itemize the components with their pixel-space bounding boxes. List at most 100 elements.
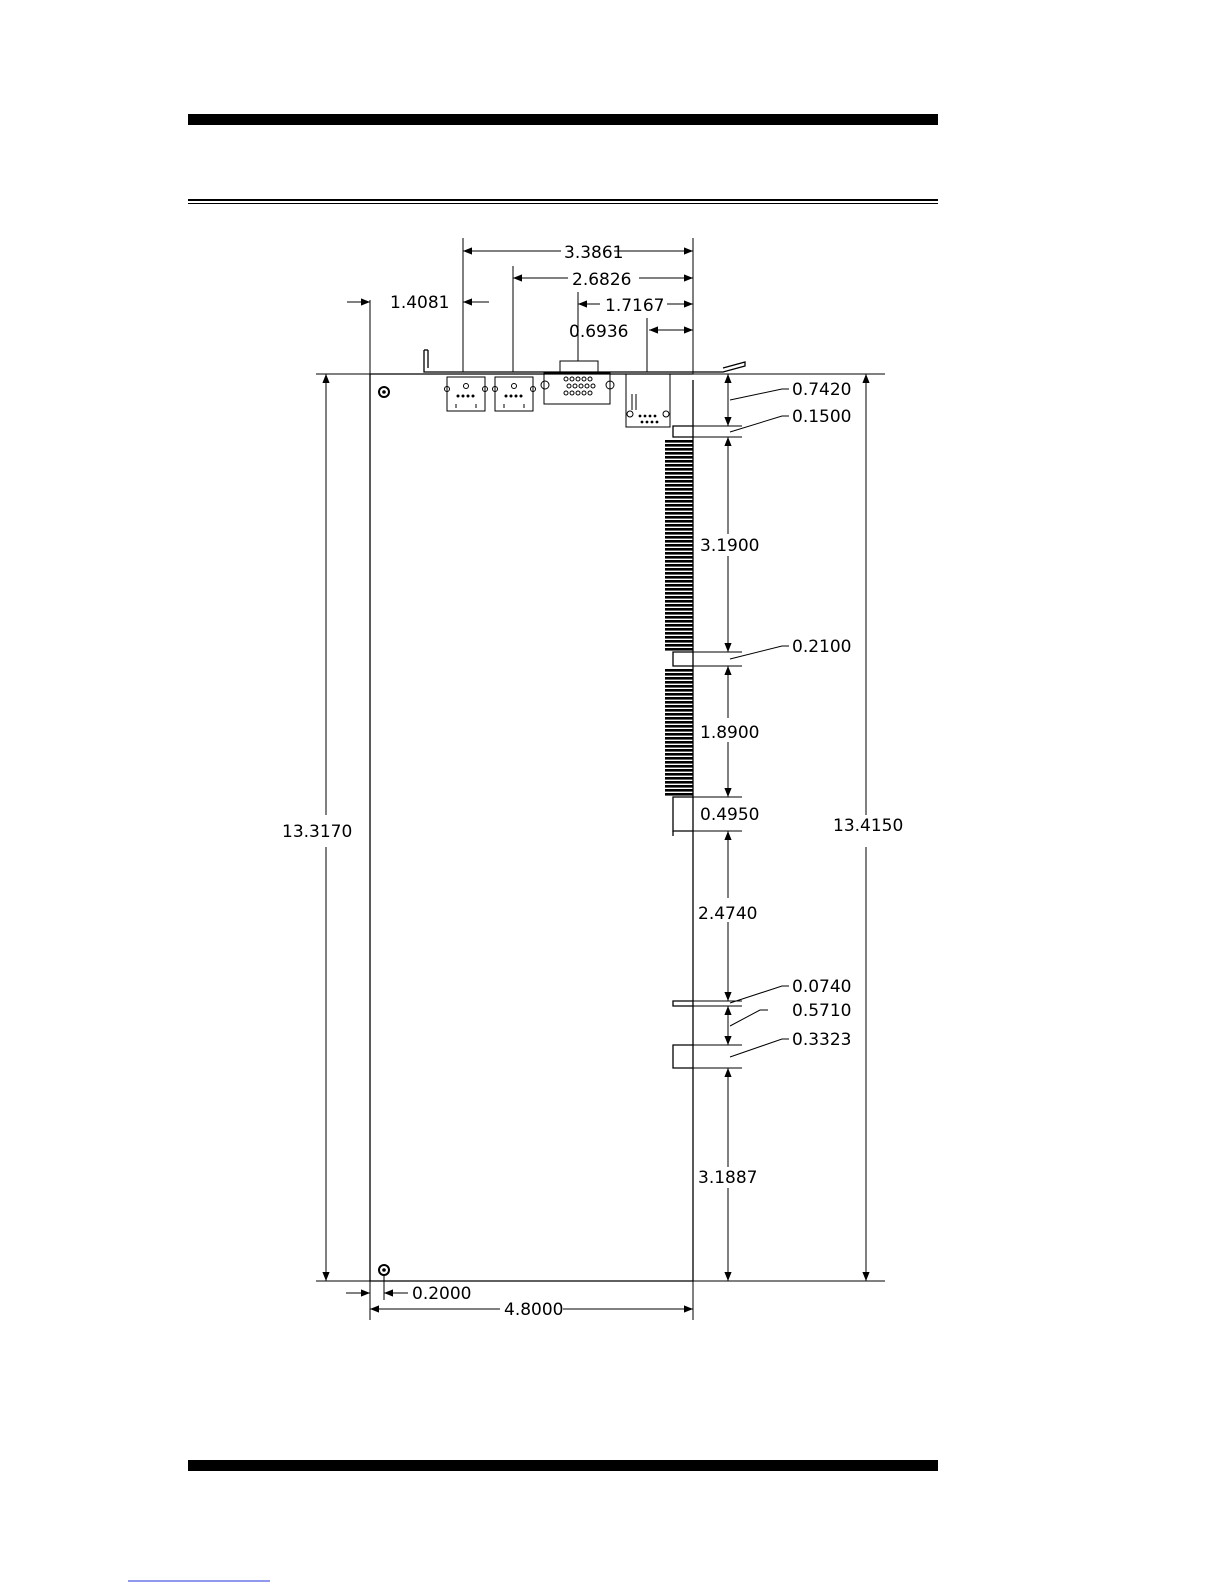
- connector-finger: [665, 536, 693, 539]
- connector-finger: [665, 588, 693, 591]
- connector-finger: [665, 540, 693, 543]
- dim-label-2-6826: 2.6826: [572, 270, 631, 290]
- header-double-rule-2: [188, 203, 938, 204]
- connector-finger: [665, 757, 693, 760]
- connector-finger: [665, 628, 693, 631]
- connector-finger: [665, 604, 693, 607]
- connector-finger: [665, 488, 693, 491]
- connector-finger: [665, 492, 693, 495]
- dim-label-0-4950: 0.4950: [700, 805, 759, 825]
- connector-finger: [665, 480, 693, 483]
- connector-finger: [665, 693, 693, 696]
- connector-finger: [665, 648, 693, 651]
- connector-finger: [665, 725, 693, 728]
- connector-finger: [665, 632, 693, 635]
- connector-finger: [665, 592, 693, 595]
- dim-label-1-8900: 1.8900: [700, 723, 759, 743]
- connector-finger: [665, 576, 693, 579]
- connector-finger: [665, 713, 693, 716]
- connector-finger: [665, 785, 693, 788]
- connector-finger: [665, 520, 693, 523]
- vga-connector-icon: [541, 361, 614, 404]
- connector-finger: [665, 753, 693, 756]
- dim-label-13-3170: 13.3170: [282, 822, 352, 842]
- connector-finger: [665, 616, 693, 619]
- footer-thick-rule: [188, 1460, 938, 1471]
- dim-label-0-5710: 0.5710: [792, 1001, 851, 1021]
- connector-finger: [665, 677, 693, 680]
- connector-finger: [665, 765, 693, 768]
- connector-finger: [665, 444, 693, 447]
- connector-finger: [665, 769, 693, 772]
- connector-finger: [665, 733, 693, 736]
- connector-finger: [665, 761, 693, 764]
- header-thick-rule: [188, 114, 938, 125]
- usb-connector-2-icon: [493, 377, 536, 411]
- connector-finger: [665, 452, 693, 455]
- connector-finger: [665, 644, 693, 647]
- connector-finger: [665, 564, 693, 567]
- connector-finger: [665, 552, 693, 555]
- dim-label-3-1887: 3.1887: [698, 1168, 757, 1188]
- dim-label-3-3861: 3.3861: [564, 243, 623, 263]
- dim-label-0-1500: 0.1500: [792, 407, 851, 427]
- connector-finger: [665, 460, 693, 463]
- connector-finger: [665, 721, 693, 724]
- connector-finger: [665, 504, 693, 507]
- header-double-rule-1: [188, 199, 938, 201]
- dim-label-3-1900: 3.1900: [700, 536, 759, 556]
- connector-finger: [665, 737, 693, 740]
- connector-finger: [665, 548, 693, 551]
- connector-finger: [665, 456, 693, 459]
- connector-finger: [665, 697, 693, 700]
- connector-finger: [665, 612, 693, 615]
- connector-finger: [665, 496, 693, 499]
- connector-finger: [665, 745, 693, 748]
- connector-finger: [665, 705, 693, 708]
- connector-finger: [665, 640, 693, 643]
- connector-finger: [665, 476, 693, 479]
- rj45-connector-icon: [626, 374, 670, 427]
- connector-finger: [665, 512, 693, 515]
- top-dimension-lines: [347, 251, 693, 330]
- connector-finger: [665, 777, 693, 780]
- usb-connector-1-icon: [445, 377, 488, 411]
- connector-finger: [665, 468, 693, 471]
- connector-finger: [665, 620, 693, 623]
- connector-finger: [665, 789, 693, 792]
- connector-finger: [665, 749, 693, 752]
- connector-finger: [665, 673, 693, 676]
- connector-finger: [665, 781, 693, 784]
- connector-finger: [665, 741, 693, 744]
- connector-finger: [665, 544, 693, 547]
- dim-label-1-4081: 1.4081: [390, 293, 449, 313]
- dim-label-0-7420: 0.7420: [792, 380, 851, 400]
- dim-label-0-3323: 0.3323: [792, 1030, 851, 1050]
- connector-finger: [665, 701, 693, 704]
- connector-finger: [665, 528, 693, 531]
- connector-finger: [665, 572, 693, 575]
- connector-finger: [665, 532, 693, 535]
- connector-finger: [665, 685, 693, 688]
- connector-finger: [665, 729, 693, 732]
- connector-finger: [665, 508, 693, 511]
- dimension-labels: 3.3861 2.6826 1.7167 0.6936 1.4081 0.742…: [282, 243, 903, 1320]
- edge-connector-fingers: [665, 440, 693, 796]
- dim-label-2-4740: 2.4740: [698, 904, 757, 924]
- connector-finger: [665, 608, 693, 611]
- dim-label-1-7167: 1.7167: [605, 296, 664, 316]
- connector-finger: [665, 681, 693, 684]
- connector-finger: [665, 600, 693, 603]
- connector-finger: [665, 556, 693, 559]
- connector-finger: [665, 500, 693, 503]
- dim-label-4-8000: 4.8000: [504, 1300, 563, 1320]
- connector-finger: [665, 793, 693, 796]
- dim-label-0-2100: 0.2100: [792, 637, 851, 657]
- connector-finger: [665, 484, 693, 487]
- dim-label-13-4150: 13.4150: [833, 816, 903, 836]
- overall-vertical-dimension-lines: [326, 374, 866, 1281]
- connector-finger: [665, 717, 693, 720]
- connector-finger: [665, 596, 693, 599]
- dim-label-0-6936: 0.6936: [569, 322, 628, 342]
